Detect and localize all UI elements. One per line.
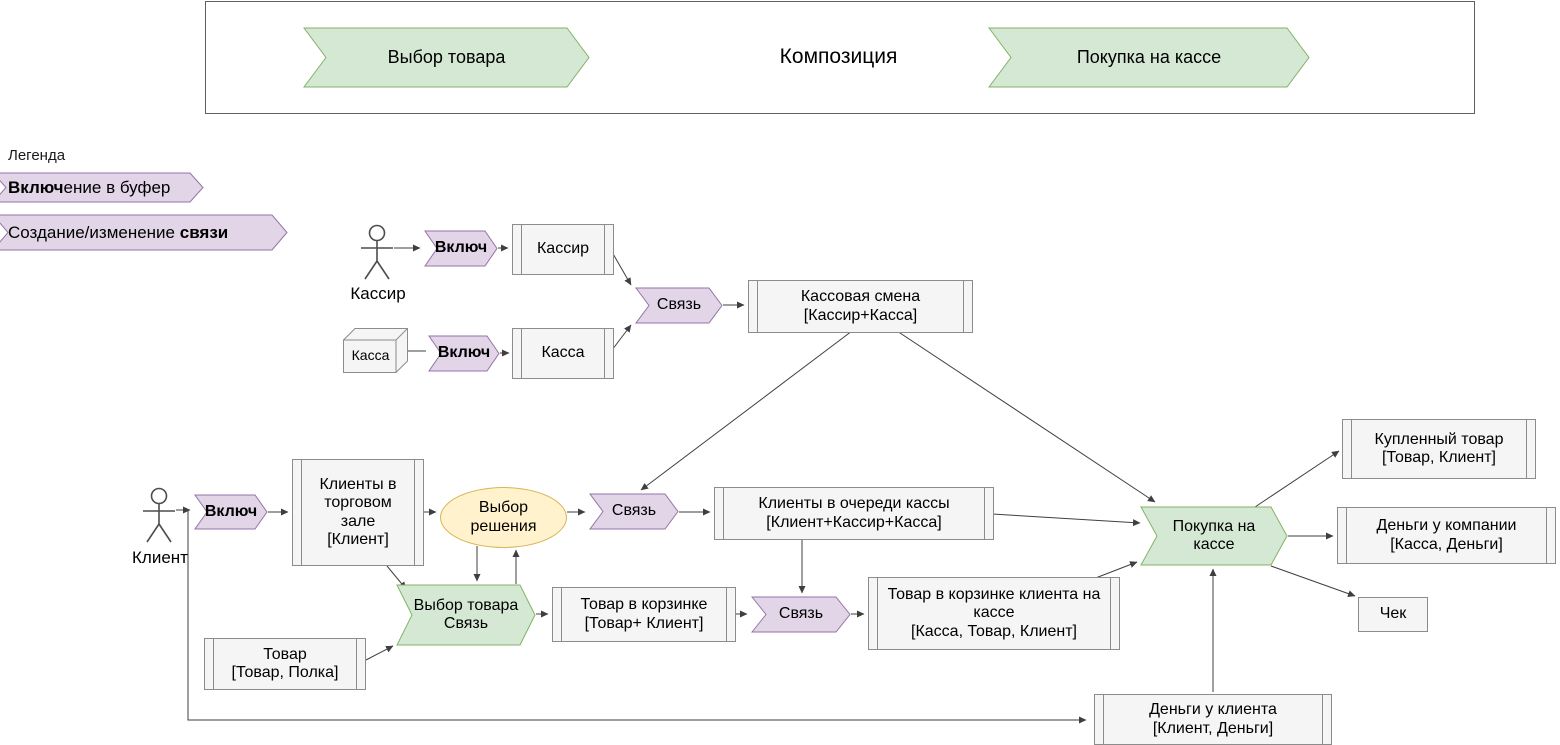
node-label: Клиенты в торговом зале (319, 475, 397, 530)
actor-cashier-icon[interactable] (358, 224, 396, 282)
node-tag: [Клиент] (327, 530, 389, 548)
node-label: Выбор решения (470, 499, 537, 535)
node-label: Товар (263, 645, 307, 663)
step-choose-goods[interactable]: Выбор товара Связь (396, 584, 536, 646)
buffer-box-client-money[interactable]: Деньги у клиента [Клиент, Деньги] (1094, 694, 1332, 745)
step-shape (303, 27, 590, 88)
node-label: Выбор товара (413, 596, 519, 614)
banner-step-label: Выбор товара (387, 47, 506, 68)
link-op-queue[interactable]: Связь (589, 493, 679, 530)
legend-item-label: Включение в буфер (8, 177, 171, 197)
node-tag: [Клиент, Деньги] (1152, 719, 1274, 737)
chevron-label: Включ (204, 502, 258, 520)
node-label: Купленный товар (1374, 430, 1504, 448)
cube-label: Касса (351, 347, 390, 364)
step-shape (0, 214, 288, 251)
buffer-box-register[interactable]: Касса (512, 328, 614, 379)
edge-purchase-to-bought (1254, 450, 1340, 508)
step-purchase[interactable]: Покупка на кассе (1140, 506, 1288, 566)
banner-title: Композиция (756, 43, 921, 71)
step-shape (0, 172, 204, 203)
buffer-box-company-money[interactable]: Деньги у компании [Касса, Деньги] (1337, 507, 1556, 564)
cube-cash-register[interactable]: Касса (343, 328, 408, 373)
edge-cashier-buffer-to-link (611, 251, 632, 286)
legend-title-label: Легенда (8, 147, 66, 165)
actor-client-label: Клиент (122, 548, 198, 568)
buffer-box-clients-hall[interactable]: Клиенты в торговом зале [Клиент] (292, 459, 424, 566)
step-shape (988, 27, 1310, 88)
buffer-box-basket[interactable]: Товар в корзинке [Товар+ Клиент] (552, 587, 736, 642)
link-op-shift[interactable]: Связь (635, 287, 723, 324)
node-label: Кассир (536, 240, 590, 258)
decision-ellipse[interactable]: Выбор решения (440, 487, 567, 548)
edge-shift-to-queue-link (640, 330, 853, 491)
node-label: Связь (443, 615, 489, 632)
node-label: Клиенты в очереди кассы (758, 495, 950, 513)
legend-item-include[interactable]: Включение в буфер (0, 172, 204, 203)
banner-step-purchase[interactable]: Покупка на кассе (988, 27, 1310, 88)
banner-step-label: Покупка на кассе (1076, 47, 1222, 68)
node-tag: [Клиент+Кассир+Касса] (766, 513, 942, 531)
chevron-shape (635, 287, 723, 324)
actor-client-icon[interactable] (140, 487, 178, 545)
edge-goods-to-choose (363, 645, 394, 662)
legend-item-label: Создание/изменение связи (8, 222, 229, 242)
include-op-client[interactable]: Включ (194, 494, 268, 530)
node-tag: [Товар, Полка] (231, 664, 339, 681)
buffer-box-basket-checkout[interactable]: Товар в корзинке клиента на кассе [Касса… (868, 577, 1120, 650)
node-label: Кассовая смена (800, 288, 921, 306)
node-label: Касса (541, 344, 585, 362)
node-label: Покупка на кассе (1172, 517, 1256, 553)
banner-title-label: Композиция (779, 44, 898, 68)
node-tag: [Касса, Товар, Клиент] (911, 622, 1077, 640)
node-label: Товар в корзинке клиента на кассе (887, 585, 1101, 622)
chevron-label: Связь (778, 605, 824, 623)
actor-label-text: Кассир (350, 284, 406, 304)
buffer-box-goods[interactable]: Товар [Товар, Полка] (204, 638, 366, 690)
node-label: Чек (1379, 605, 1407, 623)
chevron-label: Включ (434, 239, 488, 257)
chevron-shape (428, 335, 500, 372)
actor-label-text: Клиент (132, 548, 188, 568)
box-check[interactable]: Чек (1358, 597, 1428, 632)
include-op-cashier[interactable]: Включ (424, 230, 498, 267)
node-label: Деньги у компании (1376, 517, 1517, 535)
buffer-box-queue[interactable]: Клиенты в очереди кассы [Клиент+Кассир+К… (714, 487, 994, 540)
node-label: Деньги у клиента (1149, 701, 1277, 719)
buffer-box-cashier[interactable]: Кассир (512, 224, 614, 275)
edge-register-buffer-to-link (611, 324, 632, 351)
node-tag: [Касса, Деньги] (1390, 535, 1503, 553)
chevron-shape (424, 230, 498, 267)
link-op-basket[interactable]: Связь (751, 596, 851, 633)
node-tag: [Товар, Клиент] (1382, 449, 1496, 466)
legend-item-link[interactable]: Создание/изменение связи (0, 214, 288, 251)
chevron-label: Связь (611, 502, 657, 520)
buffer-box-shift[interactable]: Кассовая смена [Кассир+Касса] (748, 280, 973, 333)
cube-shape (343, 328, 408, 373)
include-op-register[interactable]: Включ (428, 335, 500, 372)
buffer-box-bought[interactable]: Купленный товар [Товар, Клиент] (1342, 419, 1536, 479)
banner-step-choose-goods[interactable]: Выбор товара (303, 27, 590, 88)
actor-cashier-label: Кассир (338, 284, 418, 304)
edge-queue-to-purchase (991, 513, 1141, 527)
node-label: Товар в корзинке (580, 596, 708, 614)
chevron-label: Связь (656, 296, 702, 314)
node-tag: [Кассир+Касса] (803, 306, 918, 324)
edge-purchase-to-check (1270, 565, 1356, 597)
chevron-label: Включ (437, 344, 491, 362)
legend-title: Легенда (8, 146, 108, 166)
edge-shift-to-purchase (896, 330, 1156, 503)
node-tag: [Товар+ Клиент] (584, 614, 704, 632)
